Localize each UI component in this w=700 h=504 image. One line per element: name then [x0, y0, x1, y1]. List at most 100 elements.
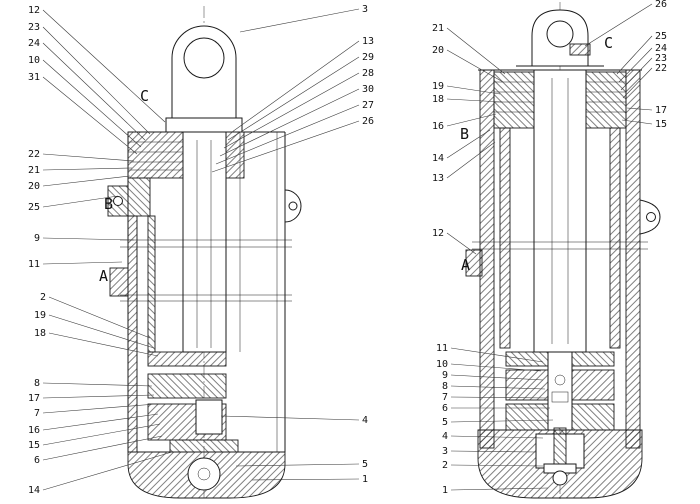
left-view-leader-29	[227, 56, 360, 141]
right-view-callout-13: 13	[432, 141, 496, 184]
left-view-callout-text-11: 11	[28, 259, 40, 270]
right-view-callout-text-20: 20	[432, 45, 444, 56]
left-view-leader-23	[42, 26, 151, 135]
left-view-leader-17	[42, 394, 155, 399]
right-view-section-letter-C: C	[604, 34, 613, 52]
right-view-callout-text-6: 6	[442, 403, 448, 414]
left-view-callout-text-10: 10	[28, 55, 40, 66]
left-view-leader-15	[42, 423, 161, 446]
right-view-leader-26	[584, 3, 653, 47]
left-view-callout-text-28: 28	[362, 68, 374, 79]
left-view-callout-29: 29	[227, 52, 374, 141]
right-view-leader-3	[450, 450, 537, 453]
right-view-callout-text-1: 1	[442, 485, 448, 496]
right-view-leader-11	[450, 347, 544, 363]
right-view-callout-8: 8	[442, 381, 546, 392]
left-view-callout-text-25: 25	[28, 202, 40, 213]
left-view-leader-8	[42, 382, 153, 387]
left-view-callout-12: 12	[28, 5, 166, 123]
right-valve-stem	[553, 427, 567, 465]
right-view-leader-19	[446, 85, 501, 95]
right-view-leader-22	[622, 67, 653, 99]
right-view-callout-text-2: 2	[442, 460, 448, 471]
left-view-leader-14	[42, 451, 173, 491]
right-view-callout-text-11: 11	[436, 343, 448, 354]
left-view-leader-3	[239, 8, 360, 33]
right-view-leader-24	[618, 47, 653, 83]
left-view-leader-4	[220, 415, 360, 421]
left-view-leader-12	[42, 9, 166, 123]
left-view-callout-1: 1	[251, 474, 368, 485]
left-view-leader-24	[42, 42, 146, 141]
right-assembly-drawing	[465, 2, 661, 500]
left-view-callout-20: 20	[28, 175, 131, 192]
right-view-leader-23	[620, 57, 653, 91]
right-view-section-letter-B: B	[460, 125, 469, 143]
left-view-leader-11	[42, 261, 123, 265]
left-view-leader-2	[48, 296, 151, 339]
left-view-callout-18: 18	[34, 328, 159, 357]
right-view-leader-13	[446, 141, 496, 179]
right-view-callout-text-3: 3	[442, 446, 448, 457]
left-view-callout-text-22: 22	[28, 149, 40, 160]
left-view-callout-text-12: 12	[28, 5, 40, 16]
right-view-callout-text-21: 21	[432, 23, 444, 34]
left-view-callout-text-8: 8	[34, 378, 40, 389]
right-view-leader-9	[450, 374, 544, 381]
left-assembly-drawing	[107, 6, 302, 500]
left-view-callout-text-16: 16	[28, 425, 40, 436]
right-view-callout-18: 18	[432, 94, 503, 105]
left-view-callout-text-20: 20	[28, 181, 40, 192]
left-view-callout-13: 13	[231, 36, 374, 133]
right-view-leader-20	[446, 49, 504, 83]
left-cylinder-wall	[127, 215, 138, 453]
left-view-callout-text-17: 17	[28, 393, 40, 404]
right-view-section-letter-A: A	[461, 256, 470, 274]
right-inner-tube-right	[609, 127, 621, 349]
left-view-callout-text-19: 19	[34, 310, 46, 321]
left-view-callout-7: 7	[34, 403, 157, 419]
left-cushion-sleeve	[195, 399, 223, 435]
left-view-callout-text-1: 1	[362, 474, 368, 485]
right-view-callout-22: 22	[622, 63, 667, 99]
right-view-callout-19: 19	[432, 81, 501, 95]
right-view-callout-21: 21	[432, 23, 506, 75]
left-view-section-letter-C: C	[140, 87, 149, 105]
right-view-callout-text-10: 10	[436, 359, 448, 370]
right-view-callout-17: 17	[626, 105, 667, 116]
right-view-callout-25: 25	[616, 31, 667, 75]
left-view-leader-22	[42, 153, 135, 162]
left-view-callout-text-4: 4	[362, 415, 368, 426]
left-view-leader-26	[211, 120, 360, 173]
left-view-callout-text-18: 18	[34, 328, 46, 339]
left-view-callout-text-26: 26	[362, 116, 374, 127]
left-view-leader-30	[219, 88, 360, 157]
right-gland-right	[585, 71, 627, 129]
right-view-callout-16: 16	[432, 113, 497, 132]
right-view-leader-16	[446, 113, 497, 127]
left-view-callout-text-21: 21	[28, 165, 40, 176]
left-view-callout-24: 24	[28, 38, 146, 141]
left-view-callout-31: 31	[28, 72, 138, 155]
left-view-callout-text-3: 3	[362, 4, 368, 15]
right-view-callout-text-7: 7	[442, 392, 448, 403]
left-view-callout-text-15: 15	[28, 440, 40, 451]
left-view-leader-16	[42, 413, 159, 431]
left-view-callout-text-9: 9	[34, 233, 40, 244]
right-view-callout-12: 12	[432, 228, 477, 255]
right-view-callout-9: 9	[442, 370, 544, 381]
left-inner-tube	[147, 215, 156, 353]
left-view-callout-5: 5	[235, 459, 368, 470]
right-view-callout-text-5: 5	[442, 417, 448, 428]
left-view-callout-text-5: 5	[362, 459, 368, 470]
right-view-callout-11: 11	[436, 343, 544, 363]
left-view-callout-8: 8	[34, 378, 153, 389]
left-view-callout-4: 4	[220, 415, 368, 426]
left-view-callout-21: 21	[28, 165, 133, 176]
right-view-callout-text-23: 23	[655, 53, 667, 64]
left-view-callout-text-23: 23	[28, 22, 40, 33]
left-piston-head	[147, 351, 227, 367]
right-view-callout-text-22: 22	[655, 63, 667, 74]
